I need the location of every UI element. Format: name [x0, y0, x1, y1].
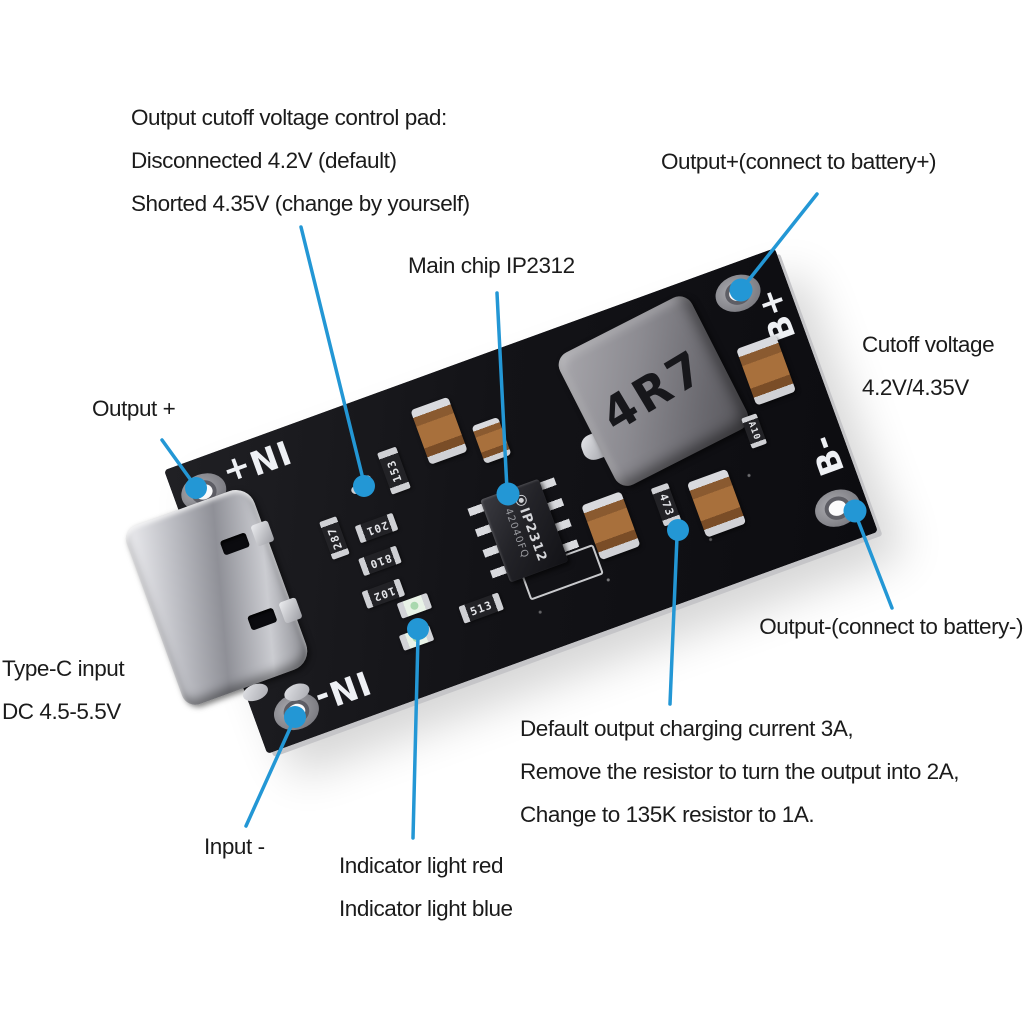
- callout-line-input-minus: [244, 722, 294, 828]
- annotation-indicator-lights: Indicator light red Indicator light blue: [339, 844, 513, 930]
- callout-line-cutoff-pad: [299, 225, 365, 481]
- annotation-line: Indicator light blue: [339, 896, 513, 921]
- callout-dot-charging-current: [667, 519, 689, 541]
- annotation-cutoff-voltage: Cutoff voltage 4.2V/4.35V: [862, 323, 995, 409]
- callout-line-main-chip: [495, 291, 509, 492]
- annotation-main-chip: Main chip IP2312: [408, 253, 575, 278]
- callout-dot-indicator: [407, 618, 429, 640]
- annotation-line: Disconnected 4.2V (default): [131, 148, 397, 173]
- callout-line-indicator: [411, 634, 420, 840]
- annotation-output-plus: Output +: [92, 396, 176, 421]
- callout-line-output-plus: [160, 438, 195, 485]
- annotation-input-minus: Input -: [204, 834, 265, 859]
- annotation-line: Indicator light red: [339, 853, 504, 878]
- callout-line-output-minus-battery: [855, 516, 894, 610]
- annotation-line: Output cutoff voltage control pad:: [131, 105, 447, 130]
- annotation-line: Change to 135K resistor to 1A.: [520, 802, 815, 827]
- annotation-output-minus-battery: Output-(connect to battery-): [759, 614, 1023, 639]
- annotation-charging-current: Default output charging current 3A, Remo…: [520, 707, 960, 836]
- callout-dot-output-plus: [185, 477, 207, 499]
- annotation-line: Remove the resistor to turn the output i…: [520, 759, 960, 784]
- annotation-cutoff-pad: Output cutoff voltage control pad: Disco…: [131, 96, 470, 225]
- annotation-output-plus-battery: Output+(connect to battery+): [661, 149, 937, 174]
- annotation-typec-input: Type-C input DC 4.5-5.5V: [2, 647, 125, 733]
- callout-dot-output-minus-battery: [843, 499, 867, 523]
- annotation-line: Cutoff voltage: [862, 332, 995, 357]
- annotation-line: Default output charging current 3A,: [520, 716, 854, 741]
- annotation-line: 4.2V/4.35V: [862, 375, 969, 400]
- callout-line-charging-current: [668, 535, 679, 706]
- annotation-line: DC 4.5-5.5V: [2, 699, 121, 724]
- callout-line-output-plus-battery: [742, 192, 819, 288]
- annotation-line: Type-C input: [2, 656, 125, 681]
- annotation-line: Shorted 4.35V (change by yourself): [131, 191, 470, 216]
- callout-dot-output-plus-battery: [729, 278, 753, 302]
- callout-dot-main-chip: [496, 482, 520, 506]
- callout-dot-cutoff-pad: [353, 475, 375, 497]
- callout-dot-input-minus: [284, 706, 306, 728]
